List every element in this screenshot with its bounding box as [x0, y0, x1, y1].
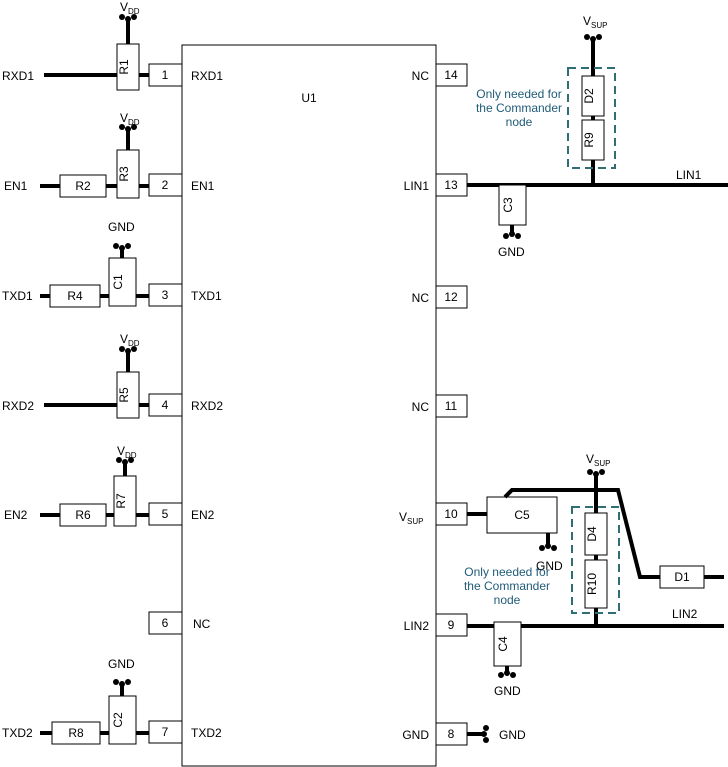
- pin-label: RXD2: [191, 399, 223, 413]
- gnd-label: GND: [494, 684, 521, 698]
- right-pins: 14 NC 13 LIN1 12 NC 11 NC 10 VSUP 9 LIN2…: [399, 63, 468, 746]
- commander-note: Only needed for: [464, 565, 549, 579]
- rxd1-net: RXD1 VDD R1: [2, 0, 149, 91]
- pin-number: 13: [444, 178, 458, 192]
- net-label: EN2: [4, 508, 28, 522]
- vsup-label: VSUP: [586, 452, 610, 468]
- resistor-r7: [113, 475, 137, 527]
- net-label: RXD1: [2, 69, 34, 83]
- pin-label: TXD1: [191, 289, 222, 303]
- vsup-label: VSUP: [583, 14, 607, 30]
- svg-text:node: node: [494, 593, 521, 607]
- svg-text:R9: R9: [582, 132, 596, 148]
- vdd-label: VDD: [120, 332, 140, 348]
- gnd-label: GND: [108, 220, 135, 234]
- pin-label: LIN1: [404, 179, 430, 193]
- pin-number: 3: [162, 288, 169, 302]
- pin-number: 2: [162, 178, 169, 192]
- svg-text:R2: R2: [75, 179, 91, 193]
- net-label: RXD2: [2, 399, 34, 413]
- pin-number: 6: [162, 616, 169, 630]
- vdd-label: VDD: [117, 444, 137, 460]
- pin-number: 9: [448, 618, 455, 632]
- txd1-net: TXD1 R4 GND C1: [2, 220, 149, 308]
- capacitor-c4: [493, 621, 522, 667]
- net-label: TXD1: [2, 289, 33, 303]
- resistor-r5: [116, 371, 140, 419]
- capacitor-c5: [486, 496, 558, 534]
- pin-number: 11: [445, 399, 458, 413]
- svg-text:D2: D2: [582, 88, 596, 104]
- gnd-label: GND: [536, 559, 563, 573]
- capacitor-c1: [108, 257, 137, 307]
- resistor-r1: [116, 43, 140, 91]
- gnd-label: GND: [498, 245, 525, 259]
- commander-box-2: [571, 506, 620, 614]
- rxd2-net: RXD2 VDD R5: [2, 332, 149, 419]
- svg-text:C1: C1: [111, 274, 125, 290]
- vsup-net: C5 GND D1 VSUP D4 R10 Only needed for th…: [464, 452, 724, 626]
- pin-label: NC: [193, 617, 211, 631]
- pin-label: RXD1: [191, 69, 223, 83]
- svg-text:C2: C2: [111, 712, 125, 728]
- svg-text:R4: R4: [67, 289, 83, 303]
- gnd-label: GND: [108, 657, 135, 671]
- svg-text:R5: R5: [117, 387, 131, 403]
- pin-label-vsup: VSUP: [399, 510, 423, 526]
- pin-label: NC: [412, 69, 430, 83]
- en1-net: EN1 R2 VDD R3: [4, 111, 149, 199]
- svg-text:R3: R3: [117, 166, 131, 182]
- lin2-net: LIN2 C4 GND: [467, 607, 724, 698]
- pin-number: 10: [444, 507, 458, 521]
- capacitor-c3: [498, 184, 527, 226]
- svg-text:the Commander: the Commander: [476, 101, 562, 115]
- vdd-label: VDD: [120, 0, 140, 16]
- left-pins: 1 RXD1 2 EN1 3 TXD1 4 RXD2 5 EN2 6 NC 7 …: [148, 63, 223, 744]
- txd2-net: TXD2 R8 GND C2: [2, 657, 149, 745]
- pin-label: NC: [412, 400, 430, 414]
- svg-text:the Commander: the Commander: [464, 579, 550, 593]
- svg-text:R8: R8: [68, 726, 84, 740]
- pin-label: EN2: [191, 508, 215, 522]
- vdd-label: VDD: [120, 111, 140, 127]
- svg-text:R6: R6: [75, 508, 91, 522]
- pin-number: 4: [162, 398, 169, 412]
- pin-label: EN1: [191, 179, 215, 193]
- svg-text:C5: C5: [514, 508, 530, 522]
- capacitor-c2: [108, 695, 137, 745]
- en2-net: EN2 R6 VDD R7: [4, 444, 149, 527]
- commander-box-1: [567, 67, 616, 169]
- pin-number: 1: [162, 68, 169, 82]
- svg-text:R10: R10: [585, 573, 599, 595]
- pin-label: TXD2: [191, 726, 222, 740]
- pin-number: 7: [162, 725, 169, 739]
- pin-label: LIN2: [404, 619, 430, 633]
- supply-node: [119, 14, 125, 20]
- svg-text:node: node: [506, 115, 533, 129]
- net-label: EN1: [4, 179, 28, 193]
- ic-name: U1: [301, 91, 317, 105]
- gnd-pin-net: GND: [467, 725, 526, 743]
- pin-label: GND: [402, 728, 429, 742]
- net-label: LIN2: [672, 607, 698, 621]
- net-label: TXD2: [2, 726, 33, 740]
- pin-label: NC: [412, 291, 430, 305]
- pin-number: 5: [162, 507, 169, 521]
- lin1-net: LIN1 C3 GND VSUP D2 R9 Only needed for t…: [467, 14, 728, 259]
- svg-text:R7: R7: [114, 493, 128, 509]
- svg-text:D1: D1: [674, 570, 690, 584]
- svg-text:C4: C4: [496, 636, 510, 652]
- svg-text:C3: C3: [501, 197, 515, 213]
- net-label: LIN1: [676, 168, 702, 182]
- pin-number: 14: [444, 68, 458, 82]
- gnd-label: GND: [499, 728, 526, 742]
- svg-text:R1: R1: [117, 59, 131, 75]
- commander-note: Only needed for: [476, 87, 561, 101]
- resistor-r3: [116, 149, 140, 199]
- pin-number: 8: [448, 727, 455, 741]
- ic-body: [181, 44, 437, 767]
- svg-text:D4: D4: [585, 526, 599, 542]
- pin-number: 12: [444, 290, 458, 304]
